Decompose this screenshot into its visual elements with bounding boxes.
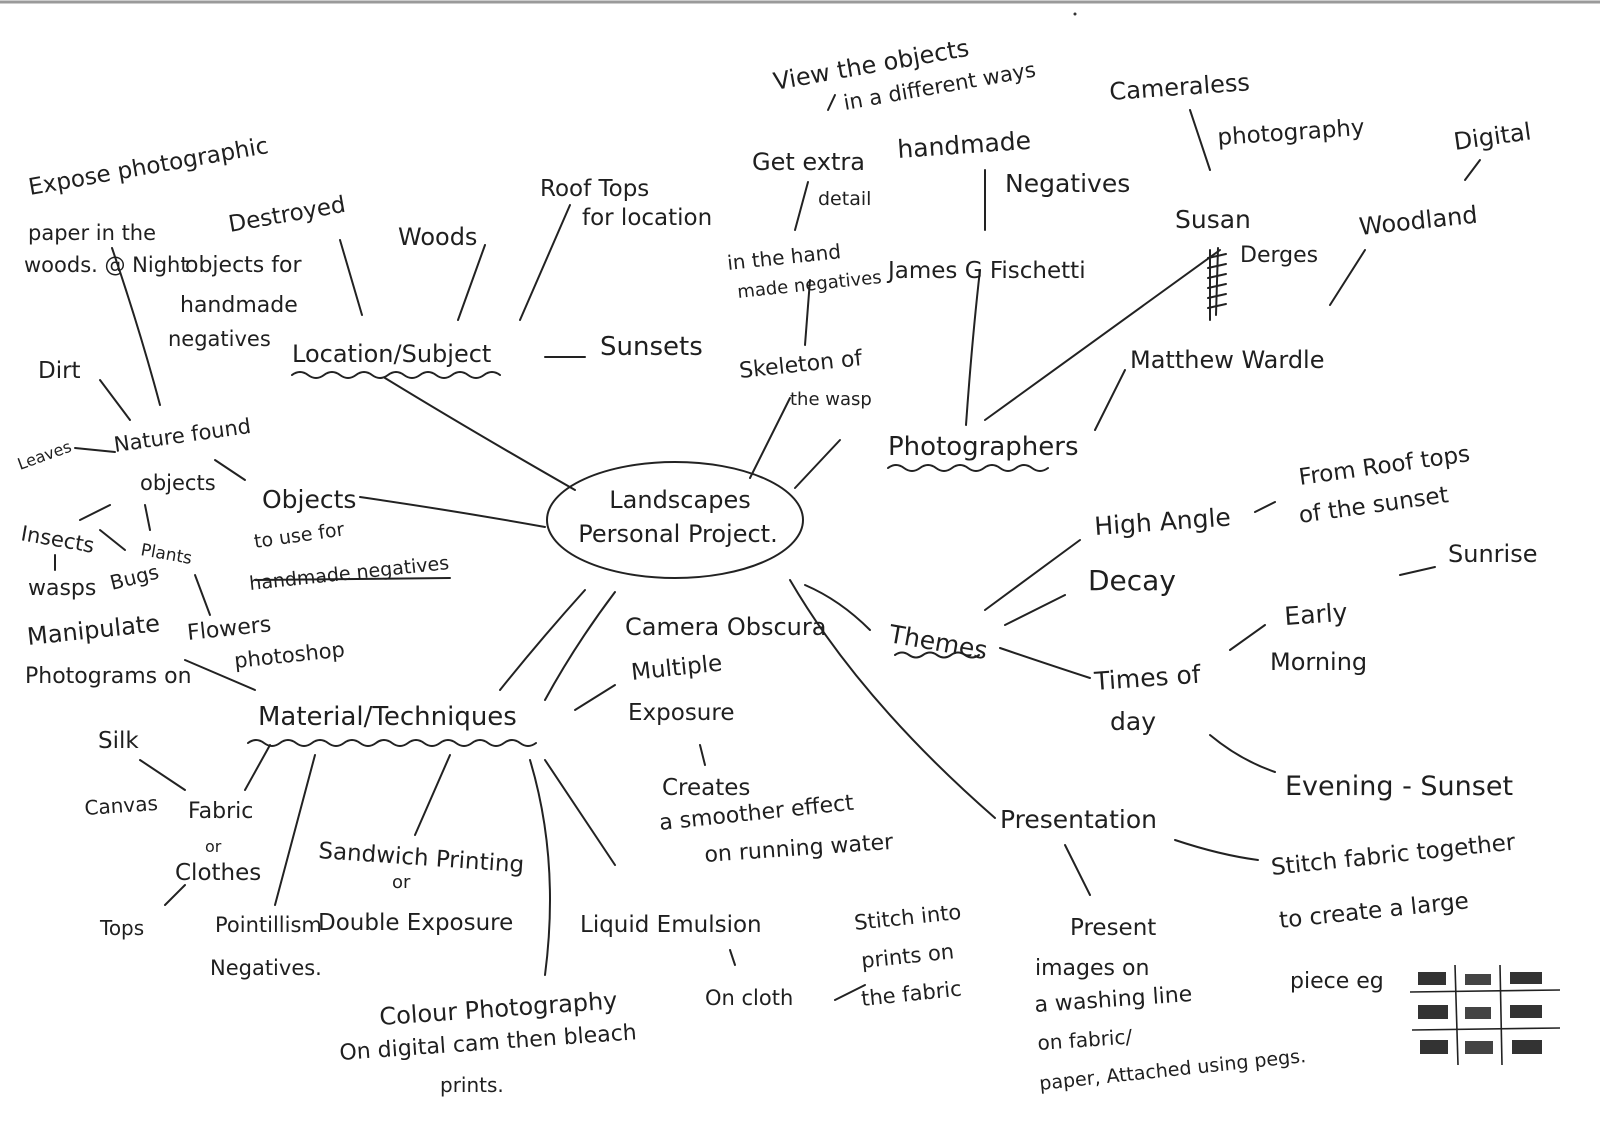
- branch-objects: Objects to use for handmade negatives Di…: [15, 358, 450, 646]
- node-decay: Decay: [1088, 564, 1176, 597]
- node-times-2: day: [1110, 707, 1156, 736]
- node-early: Early: [1283, 598, 1348, 631]
- branch-label-photographers: Photographers: [888, 432, 1079, 462]
- node-james: James G Fischetti: [886, 258, 1086, 284]
- node-dirt: Dirt: [38, 358, 81, 384]
- node-rooftops-1: Roof Tops: [540, 176, 649, 202]
- branch-location: Location/Subject Expose photographic pap…: [24, 133, 712, 368]
- node-digital: Digital: [1452, 117, 1533, 156]
- node-woodland: Woodland: [1358, 201, 1479, 241]
- branch-label-themes: Themes: [886, 619, 990, 665]
- node-sandwich-3: Double Exposure: [318, 910, 513, 936]
- node-stitch-into-3: the fabric: [860, 977, 963, 1011]
- node-stitch-fabric-1: Stitch fabric together: [1270, 829, 1517, 881]
- node-stitch-fabric-3: piece eg: [1290, 969, 1384, 994]
- node-expose-2: paper in the: [28, 221, 156, 245]
- node-present-3: a washing line: [1034, 982, 1193, 1018]
- node-in-hand-1: in the hand: [726, 239, 842, 275]
- branch-label-materials: Material/Techniques: [258, 702, 517, 732]
- node-high-angle: High Angle: [1093, 503, 1231, 541]
- node-destroyed-2: objects for: [185, 253, 302, 278]
- node-destroyed-4: negatives: [168, 327, 271, 351]
- center-node-line-2: Personal Project.: [578, 520, 777, 548]
- branch-label-objects-3: handmade negatives: [248, 552, 450, 595]
- connector-lines: [54, 94, 1481, 1001]
- node-times-1: Times of: [1092, 660, 1202, 696]
- node-present-5: paper, Attached using pegs.: [1038, 1045, 1307, 1095]
- node-creates-3: on running water: [704, 830, 895, 868]
- node-silk: Silk: [98, 728, 139, 754]
- branch-presentation: Presentation Present images on a washing…: [1000, 805, 1561, 1095]
- node-morning: Morning: [1270, 648, 1367, 676]
- node-cameraless-1: Cameraless: [1108, 68, 1250, 106]
- node-multiple-1: Multiple: [630, 651, 724, 686]
- center-node-oval: [546, 461, 804, 579]
- branch-label-presentation: Presentation: [1000, 805, 1157, 834]
- node-leaves: Leaves: [15, 437, 74, 474]
- node-fabric-2: or: [205, 837, 222, 856]
- node-stitch-into-2: prints on: [860, 939, 955, 973]
- fabric-grid-sketch: [1409, 964, 1561, 1066]
- node-evening-sunset: Evening - Sunset: [1285, 771, 1513, 802]
- node-expose-1: Expose photographic: [27, 133, 271, 201]
- node-handmade-1: handmade: [896, 126, 1032, 164]
- node-matthew: Matthew Wardle: [1130, 346, 1324, 374]
- node-multiple-2: Exposure: [628, 700, 734, 726]
- node-bugs: Bugs: [107, 560, 161, 595]
- node-stitch-fabric-2: to create a large: [1278, 888, 1470, 934]
- node-get-extra-2: detail: [818, 188, 871, 210]
- node-sandwich-1: Sandwich Printing: [318, 838, 525, 878]
- node-stitch-into-1: Stitch into: [853, 900, 962, 935]
- stray-dot: [1073, 12, 1077, 16]
- node-flowers: Flowers: [186, 612, 272, 646]
- node-pointillism-1: Pointillism: [215, 913, 322, 937]
- branch-themes: Themes High Angle From Roof tops of the …: [886, 441, 1537, 802]
- node-sunrise: Sunrise: [1448, 540, 1537, 568]
- node-susan-2: Derges: [1240, 243, 1318, 268]
- node-destroyed-1: Destroyed: [227, 192, 348, 238]
- hatch-marks: [1207, 247, 1227, 316]
- node-get-extra-1: Get extra: [752, 148, 865, 176]
- node-cameraless-2: photography: [1217, 115, 1366, 151]
- node-wasps: wasps: [28, 576, 96, 601]
- node-skeleton-1: Skeleton of: [738, 346, 865, 384]
- node-susan-1: Susan: [1175, 205, 1251, 234]
- node-present-2: images on: [1035, 956, 1149, 981]
- node-nature-2: objects: [140, 471, 216, 495]
- node-creates-1: Creates: [662, 775, 750, 801]
- node-rooftops-2: for location: [582, 205, 712, 231]
- node-skeleton-2: the wasp: [790, 389, 872, 410]
- center-node-line-1: Landscapes: [609, 486, 750, 514]
- node-fabric-1: Fabric: [188, 799, 253, 824]
- branch-label-location: Location/Subject: [292, 340, 491, 368]
- node-fabric-3: Clothes: [175, 860, 261, 886]
- node-manipulate: Manipulate: [26, 609, 161, 651]
- node-photograms: Photograms on: [25, 664, 192, 689]
- branch-materials: Material/Techniques Manipulate Photogram…: [25, 609, 963, 1097]
- node-tops: Tops: [99, 916, 144, 940]
- branch-label-objects-1: Objects: [262, 485, 356, 514]
- node-present-4: on fabric/: [1037, 1024, 1133, 1055]
- node-colour-3: prints.: [440, 1073, 504, 1097]
- branch-underlines: [247, 371, 1049, 747]
- node-sunsets: Sunsets: [600, 332, 703, 362]
- node-nature-1: Nature found: [112, 414, 252, 457]
- node-woods: Woods: [398, 223, 477, 251]
- node-sandwich-2: or: [392, 872, 411, 893]
- node-destroyed-3: handmade: [180, 293, 298, 318]
- node-insects: Insects: [19, 521, 96, 558]
- node-liquid: Liquid Emulsion: [580, 912, 762, 938]
- branch-photographers: Photographers View the objects in a diff…: [726, 34, 1533, 462]
- node-on-cloth: On cloth: [705, 986, 793, 1010]
- node-expose-3: woods. @ Night: [24, 253, 189, 277]
- node-pointillism-2: Negatives.: [210, 956, 322, 980]
- node-rooftops-sunset-2: of the sunset: [1297, 482, 1450, 529]
- node-photoshop: photoshop: [233, 638, 346, 673]
- node-canvas: Canvas: [84, 791, 159, 820]
- branch-label-objects-2: to use for: [253, 518, 346, 552]
- node-camera-obscura: Camera Obscura: [625, 613, 826, 641]
- node-handmade-2: Negatives: [1005, 169, 1130, 198]
- node-present-1: Present: [1070, 915, 1156, 941]
